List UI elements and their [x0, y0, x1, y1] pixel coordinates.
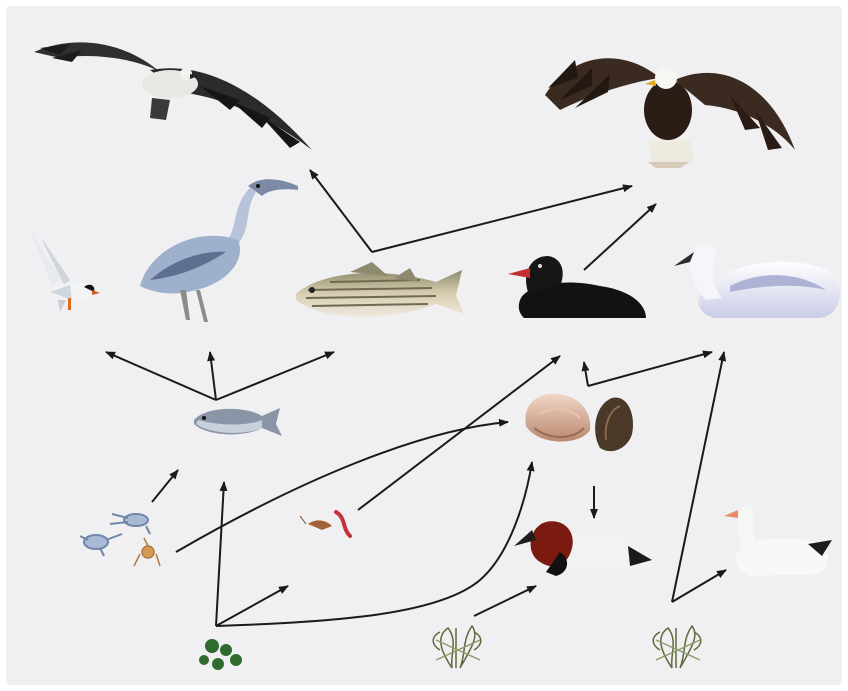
background-panel: [6, 6, 842, 685]
